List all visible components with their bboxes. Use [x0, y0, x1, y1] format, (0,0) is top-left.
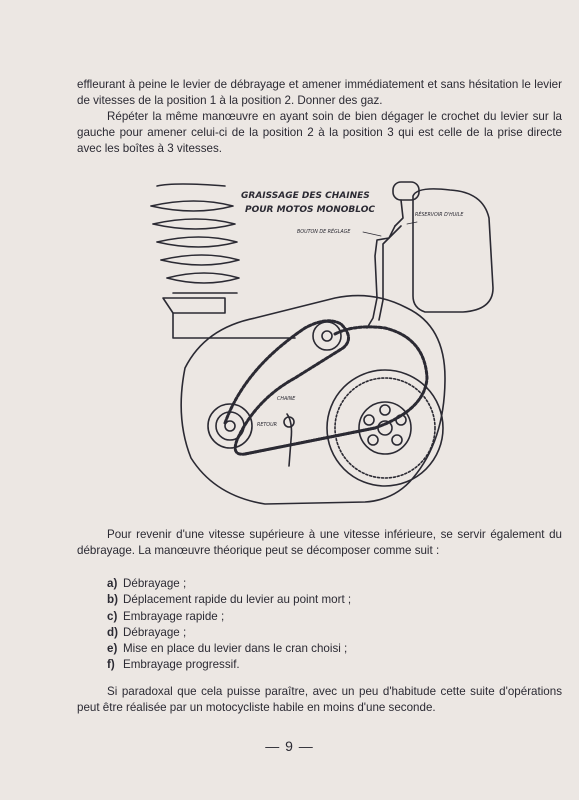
- step-text: Déplacement rapide du levier au point mo…: [123, 593, 352, 607]
- crank-pulley: [207, 403, 253, 449]
- list-item: f) Embrayage progressif.: [107, 657, 351, 673]
- step-mark: e): [107, 642, 118, 656]
- step-text: Débrayage ;: [123, 625, 187, 639]
- step-text: Débrayage ;: [123, 577, 187, 590]
- step-mark: f): [107, 658, 115, 672]
- clutch-drum: [326, 369, 444, 487]
- label-oil-tank: RÉSERVOIR D'HUILE: [415, 210, 464, 218]
- engine-sprocket: [312, 321, 342, 351]
- paragraph-gear-shift: effleurant à peine le levier de débrayag…: [77, 78, 562, 108]
- figure-title-line2: POUR MOTOS MONOBLOC: [245, 205, 375, 215]
- label-chain: CHAINE: [277, 396, 296, 402]
- step-text: Embrayage progressif.: [123, 658, 240, 672]
- crankcase-outline: [180, 294, 446, 505]
- chain-lubrication-diagram: GRAISSAGE DES CHAINES POUR MOTOS MONOBLO…: [150, 181, 494, 505]
- step-mark: b): [107, 593, 118, 607]
- secondary-chain: [243, 426, 377, 456]
- list-item: b) Déplacement rapide du levier au point …: [107, 592, 351, 608]
- oil-feed-pipe: [366, 225, 402, 329]
- list-item: e) Mise en place du levier dans le cran c…: [107, 641, 351, 657]
- step-mark: a): [107, 577, 118, 590]
- figure-title-line1: GRAISSAGE DES CHAINES: [241, 191, 370, 201]
- list-item: a) Débrayage ;: [107, 576, 351, 592]
- paragraph-downshift: Pour revenir d'une vitesse supérieure à …: [77, 528, 562, 558]
- paragraph-direct-drive: Répéter la même manœuvre en ayant soin d…: [77, 110, 562, 156]
- downshift-steps: a) Débrayage ; b) Déplacement rapide du le…: [107, 576, 351, 674]
- oil-tank: [392, 181, 494, 313]
- cylinder-fins: [150, 183, 296, 339]
- label-adjusting-button: BOUTON DE RÉGLAGE: [297, 227, 351, 235]
- page-number: — 9 —: [265, 738, 314, 754]
- paragraph-habit: Si paradoxal que cela puisse paraître, a…: [77, 685, 562, 715]
- step-text: Mise en place du levier dans le cran cho…: [123, 642, 348, 656]
- list-item: d) Débrayage ;: [107, 625, 351, 641]
- step-mark: d): [107, 625, 118, 639]
- step-mark: c): [107, 609, 118, 623]
- step-text: Embrayage rapide ;: [123, 609, 225, 623]
- oil-return-pipe: [286, 413, 293, 467]
- list-item: c) Embrayage rapide ;: [107, 609, 351, 625]
- label-return: RETOUR: [257, 422, 277, 428]
- primary-chain: [223, 319, 429, 456]
